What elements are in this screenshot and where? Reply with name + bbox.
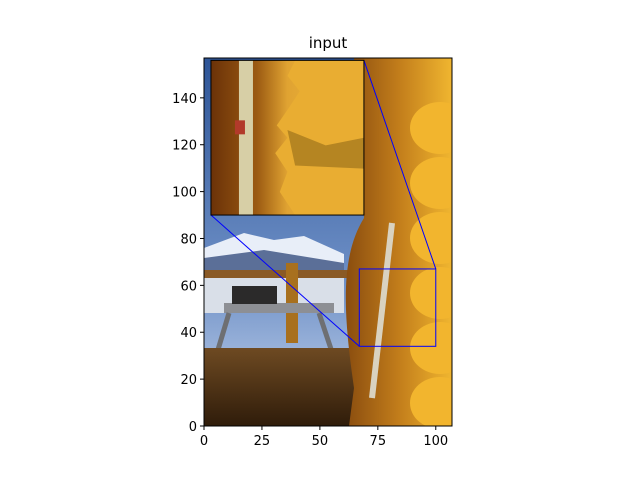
inset-log-profile xyxy=(275,60,364,216)
y-tick-label: 20 xyxy=(180,373,197,388)
y-tick-label: 140 xyxy=(172,92,197,107)
x-tick-label: 25 xyxy=(254,434,271,449)
inset-pole xyxy=(238,60,253,216)
log-end xyxy=(410,267,452,319)
y-tick-label: 100 xyxy=(172,186,197,201)
table-top xyxy=(224,303,334,313)
log-end xyxy=(410,102,452,154)
x-tick-label: 0 xyxy=(200,434,208,449)
inset-pole-mark xyxy=(234,120,245,135)
mountain-ridge xyxy=(204,250,344,276)
x-tick-label: 50 xyxy=(312,434,329,449)
connector-line-lower xyxy=(210,214,360,347)
log-end xyxy=(410,377,452,426)
zoom-region-rect xyxy=(358,268,437,347)
x-tick-label: 75 xyxy=(370,434,387,449)
inset-frame xyxy=(210,59,365,216)
axes-frame xyxy=(203,57,453,427)
y-tick-label: 40 xyxy=(180,326,197,341)
y-tick-label: 120 xyxy=(172,139,197,154)
railing xyxy=(204,270,354,278)
y-tick-label: 60 xyxy=(180,279,197,294)
connector-line-upper xyxy=(363,60,437,270)
x-axis: 0 25 50 75 100 xyxy=(200,426,448,449)
y-tick-label: 80 xyxy=(180,232,197,247)
zoom-inset xyxy=(210,60,364,216)
y-axis: 0 20 40 60 80 100 120 140 xyxy=(172,92,204,435)
log-end xyxy=(410,157,452,209)
inset-log-shadow xyxy=(287,129,364,169)
chart-title: input xyxy=(309,34,348,52)
x-tick-label: 100 xyxy=(423,434,448,449)
y-tick-label: 0 xyxy=(189,420,197,435)
table-object xyxy=(232,286,277,304)
log-end xyxy=(410,322,452,374)
pole xyxy=(369,222,395,399)
